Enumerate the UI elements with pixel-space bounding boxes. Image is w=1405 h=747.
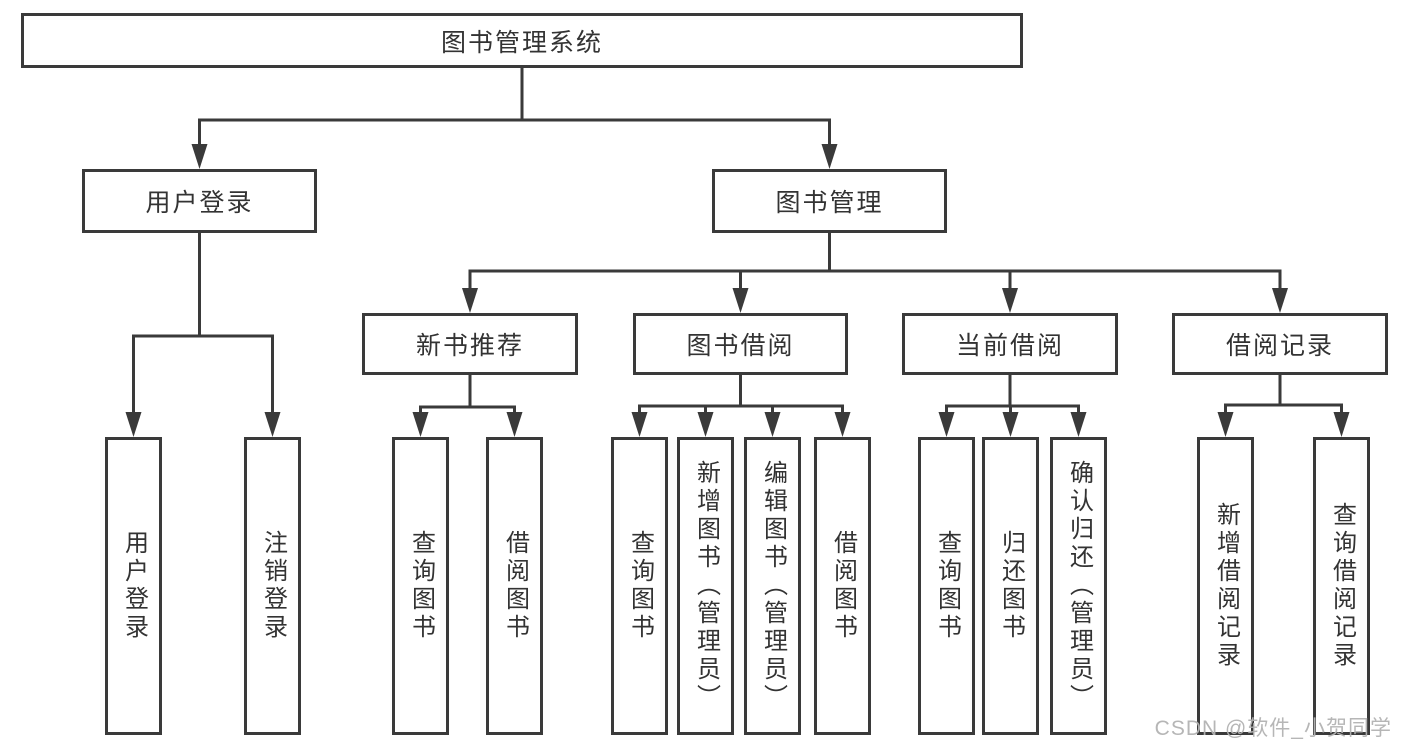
leaf-edit-book-admin: 编辑图书（管理员） <box>744 437 801 735</box>
arrow-icon <box>264 412 281 437</box>
arrow-icon <box>1333 412 1350 437</box>
node-user-login: 用户登录 <box>82 169 317 233</box>
leaf-logout-label: 注销登录 <box>259 530 287 642</box>
arrow-icon <box>631 412 648 437</box>
arrow-icon <box>834 412 851 437</box>
node-new-book-recommend-label: 新书推荐 <box>415 332 524 360</box>
leaf-add-borrow-record-label: 新增借阅记录 <box>1212 502 1240 670</box>
leaf-query-book-label: 查询图书 <box>407 530 435 642</box>
node-user-login-label: 用户登录 <box>145 189 254 217</box>
arrow-icon <box>191 144 208 169</box>
arrow-icon <box>462 288 478 313</box>
connector-new-book-children <box>419 375 516 426</box>
node-current-borrow: 当前借阅 <box>902 313 1118 375</box>
connector-book-mgmt-modules <box>468 233 1282 304</box>
leaf-query-borrow-record: 查询借阅记录 <box>1313 437 1370 735</box>
leaf-add-borrow-record: 新增借阅记录 <box>1197 437 1254 735</box>
arrow-icon <box>764 412 781 437</box>
arrow-icon <box>1272 288 1288 313</box>
node-borrow-records: 借阅记录 <box>1172 313 1388 375</box>
leaf-logout: 注销登录 <box>244 437 301 735</box>
leaf-user-login: 用户登录 <box>105 437 162 735</box>
leaf-borrow-book: 借阅图书 <box>814 437 871 735</box>
leaf-query-borrow-record-label: 查询借阅记录 <box>1328 502 1356 670</box>
leaf-borrow-book-label: 借阅图书 <box>501 530 529 642</box>
connector-user-login-children <box>132 233 274 427</box>
node-book-borrow: 图书借阅 <box>633 313 848 375</box>
node-new-book-recommend: 新书推荐 <box>362 313 578 375</box>
node-book-borrow-label: 图书借阅 <box>686 332 795 360</box>
leaf-user-login-label: 用户登录 <box>120 530 148 642</box>
leaf-query-book-label: 查询图书 <box>933 530 961 642</box>
leaf-add-book-admin-label: 新增图书（管理员） <box>692 460 720 712</box>
connector-root-to-branches <box>198 68 831 160</box>
arrow-icon <box>697 412 714 437</box>
arrow-icon <box>1002 412 1019 437</box>
arrow-icon <box>412 412 429 437</box>
leaf-edit-book-admin-label: 编辑图书（管理员） <box>759 460 787 712</box>
leaf-confirm-return-admin: 确认归还（管理员） <box>1050 437 1107 735</box>
node-book-management: 图书管理 <box>712 169 947 233</box>
node-book-management-label: 图书管理 <box>775 189 884 217</box>
arrow-icon <box>821 144 838 169</box>
arrow-icon <box>732 288 749 313</box>
leaf-add-book-admin: 新增图书（管理员） <box>677 437 734 735</box>
arrow-icon <box>938 412 955 437</box>
arrow-icon <box>125 412 142 437</box>
csdn-watermark: CSDN @软件_小贺同学 <box>1154 717 1392 740</box>
leaf-borrow-book: 借阅图书 <box>486 437 543 735</box>
leaf-query-book: 查询图书 <box>392 437 449 735</box>
connector-records-children <box>1224 375 1343 426</box>
leaf-query-book: 查询图书 <box>918 437 975 735</box>
leaf-query-book: 查询图书 <box>611 437 668 735</box>
node-current-borrow-label: 当前借阅 <box>955 332 1064 360</box>
arrowheads <box>125 144 1350 437</box>
connector-book-borrow-children <box>638 375 844 426</box>
arrow-icon <box>506 412 523 437</box>
arrow-icon <box>1217 412 1234 437</box>
leaf-query-book-label: 查询图书 <box>626 530 654 642</box>
arrow-icon <box>1070 412 1087 437</box>
leaf-return-book-label: 归还图书 <box>997 530 1025 642</box>
node-root: 图书管理系统 <box>21 13 1023 68</box>
node-borrow-records-label: 借阅记录 <box>1225 332 1334 360</box>
leaf-borrow-book-label: 借阅图书 <box>829 530 857 642</box>
leaf-confirm-return-admin-label: 确认归还（管理员） <box>1065 460 1093 712</box>
leaf-return-book: 归还图书 <box>982 437 1039 735</box>
arrow-icon <box>1002 288 1018 313</box>
node-root-label: 图书管理系统 <box>440 28 603 57</box>
